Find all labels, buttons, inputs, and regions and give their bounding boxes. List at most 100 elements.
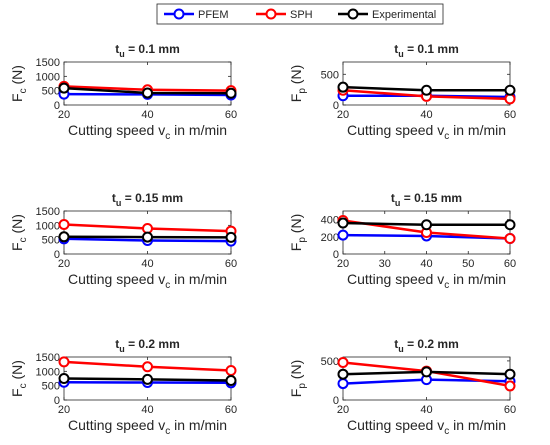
y-tick-label: 400	[321, 215, 339, 227]
title-base: t	[394, 42, 398, 56]
data-point-sph	[58, 356, 70, 368]
subplot-title: tu = 0.15 mm	[112, 191, 183, 208]
x-tick-label: 40	[141, 109, 153, 121]
y-label-rest: (N)	[9, 214, 25, 237]
y-tick-label: 500	[42, 86, 60, 98]
data-point-experimental	[58, 82, 70, 94]
x-tick-label: 20	[337, 258, 349, 270]
y-label-base: F	[9, 93, 25, 102]
y-label-rest: (N)	[9, 360, 25, 383]
y-tick-label: 0	[333, 100, 339, 112]
series-experimental	[58, 82, 237, 99]
legend-entry-sph: SPH	[256, 8, 313, 21]
data-point-experimental	[337, 217, 349, 229]
data-point-experimental	[225, 87, 237, 99]
y-label-base: F	[9, 388, 25, 397]
legend-entry-pfem: PFEM	[164, 8, 229, 21]
y-label-base: F	[9, 242, 25, 251]
title-rest: = 0.2 mm	[404, 337, 459, 351]
y-axis-label: Fc (N)	[9, 360, 29, 397]
y-label-subscript: c	[18, 383, 29, 388]
y-label-rest: (N)	[288, 214, 304, 237]
legend-box	[156, 3, 444, 25]
x-tick-label: 40	[420, 109, 432, 121]
data-point-experimental	[421, 84, 432, 96]
y-tick-label: 0	[54, 249, 60, 261]
legend-label: PFEM	[198, 9, 229, 21]
data-point-experimental	[504, 368, 516, 380]
series-sph	[58, 356, 237, 376]
x-label-rest: in m/min	[449, 122, 506, 138]
x-label-rest: in m/min	[449, 417, 506, 433]
x-tick-label: 60	[225, 404, 237, 416]
x-tick-label: 40	[141, 404, 153, 416]
y-label-base: F	[288, 389, 304, 398]
data-point-experimental	[421, 219, 432, 231]
data-point-experimental	[225, 375, 237, 387]
y-tick-label: 1000	[36, 71, 60, 83]
y-tick-label: 1500	[36, 352, 60, 364]
legend-label: SPH	[290, 9, 313, 21]
x-label-rest: in m/min	[170, 417, 227, 433]
title-rest: = 0.1 mm	[125, 42, 180, 56]
x-axis-label: Cutting speed vc in m/min	[347, 417, 506, 437]
data-point-sph	[142, 361, 153, 373]
data-point-pfem	[337, 378, 349, 390]
y-tick-label: 0	[333, 395, 339, 407]
y-tick-label: 0	[54, 395, 60, 407]
y-tick-label: 0	[333, 249, 339, 261]
data-point-experimental	[225, 231, 237, 243]
x-tick-label: 20	[58, 109, 70, 121]
y-tick-label: 200	[321, 232, 339, 244]
title-rest: = 0.2 mm	[125, 337, 180, 351]
x-label-rest: in m/min	[449, 271, 506, 287]
y-tick-label: 0	[54, 100, 60, 112]
series-experimental	[337, 81, 516, 96]
x-axis-label: Cutting speed vc in m/min	[347, 122, 506, 142]
x-tick-label: 20	[337, 109, 349, 121]
y-label-subscript: c	[18, 88, 29, 93]
legend-marker	[173, 8, 185, 20]
x-tick-label: 60	[225, 258, 237, 270]
data-point-experimental	[142, 373, 153, 385]
y-tick-label: 500	[321, 69, 339, 81]
data-point-experimental	[58, 231, 70, 243]
series-experimental	[337, 366, 516, 380]
data-point-experimental	[421, 366, 432, 378]
title-base: t	[394, 337, 398, 351]
y-label-base: F	[288, 94, 304, 103]
y-axis-label: Fc (N)	[9, 214, 29, 251]
data-point-experimental	[142, 231, 153, 243]
y-axis-label: Fp (N)	[288, 65, 308, 102]
series-experimental	[337, 217, 516, 231]
x-tick-label: 60	[504, 109, 516, 121]
x-label-base: Cutting speed v	[68, 271, 165, 287]
legend-marker	[347, 8, 359, 20]
y-tick-label: 1500	[36, 206, 60, 218]
title-subscript: u	[395, 198, 401, 208]
x-label-subscript: c	[444, 280, 449, 291]
x-tick-label: 20	[58, 258, 70, 270]
x-label-rest: in m/min	[170, 271, 227, 287]
x-tick-label: 20	[58, 404, 70, 416]
x-tick-label: 60	[225, 109, 237, 121]
data-point-sph	[58, 218, 70, 230]
x-axis-label: Cutting speed vc in m/min	[68, 417, 227, 437]
x-axis-label: Cutting speed vc in m/min	[68, 122, 227, 142]
data-point-experimental	[504, 84, 516, 96]
data-point-pfem	[337, 229, 349, 241]
x-label-subscript: c	[165, 426, 170, 437]
x-label-base: Cutting speed v	[68, 122, 165, 138]
y-tick-label: 500	[42, 235, 60, 247]
title-subscript: u	[398, 49, 404, 59]
data-point-sph	[504, 380, 516, 392]
data-point-experimental	[142, 87, 153, 99]
x-label-subscript: c	[444, 426, 449, 437]
y-label-subscript: p	[297, 237, 308, 243]
